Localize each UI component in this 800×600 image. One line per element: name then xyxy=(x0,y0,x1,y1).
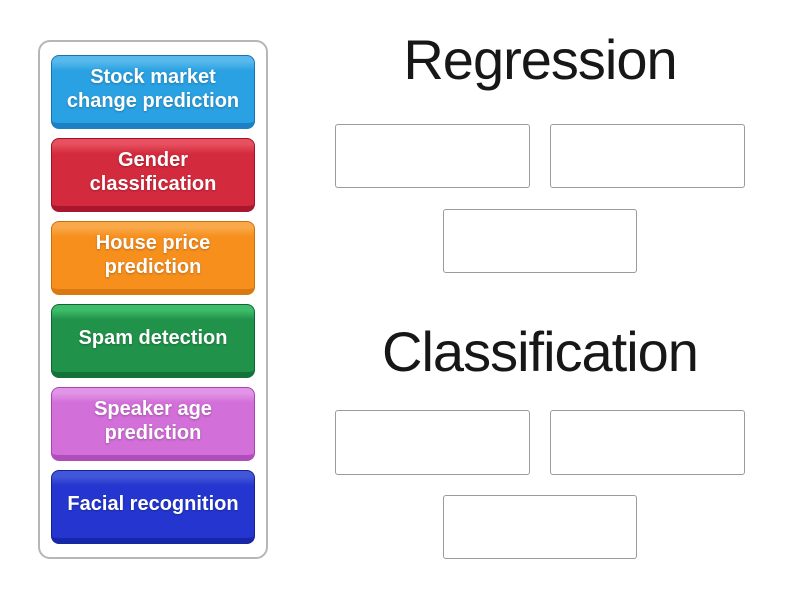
draggable-item-spam-detection[interactable]: Spam detection xyxy=(51,304,255,378)
drop-slot-classification-3[interactable] xyxy=(443,495,637,559)
drop-slot-classification-1[interactable] xyxy=(335,410,530,475)
drop-slot-classification-2[interactable] xyxy=(550,410,745,475)
group-title-classification: Classification xyxy=(382,320,699,383)
group-title-regression: Regression xyxy=(403,28,677,91)
drop-slot-regression-1[interactable] xyxy=(335,124,530,188)
drop-slot-regression-3[interactable] xyxy=(443,209,637,273)
drop-slot-regression-2[interactable] xyxy=(550,124,745,188)
draggable-item-facial-recognition[interactable]: Facial recognition xyxy=(51,470,255,544)
